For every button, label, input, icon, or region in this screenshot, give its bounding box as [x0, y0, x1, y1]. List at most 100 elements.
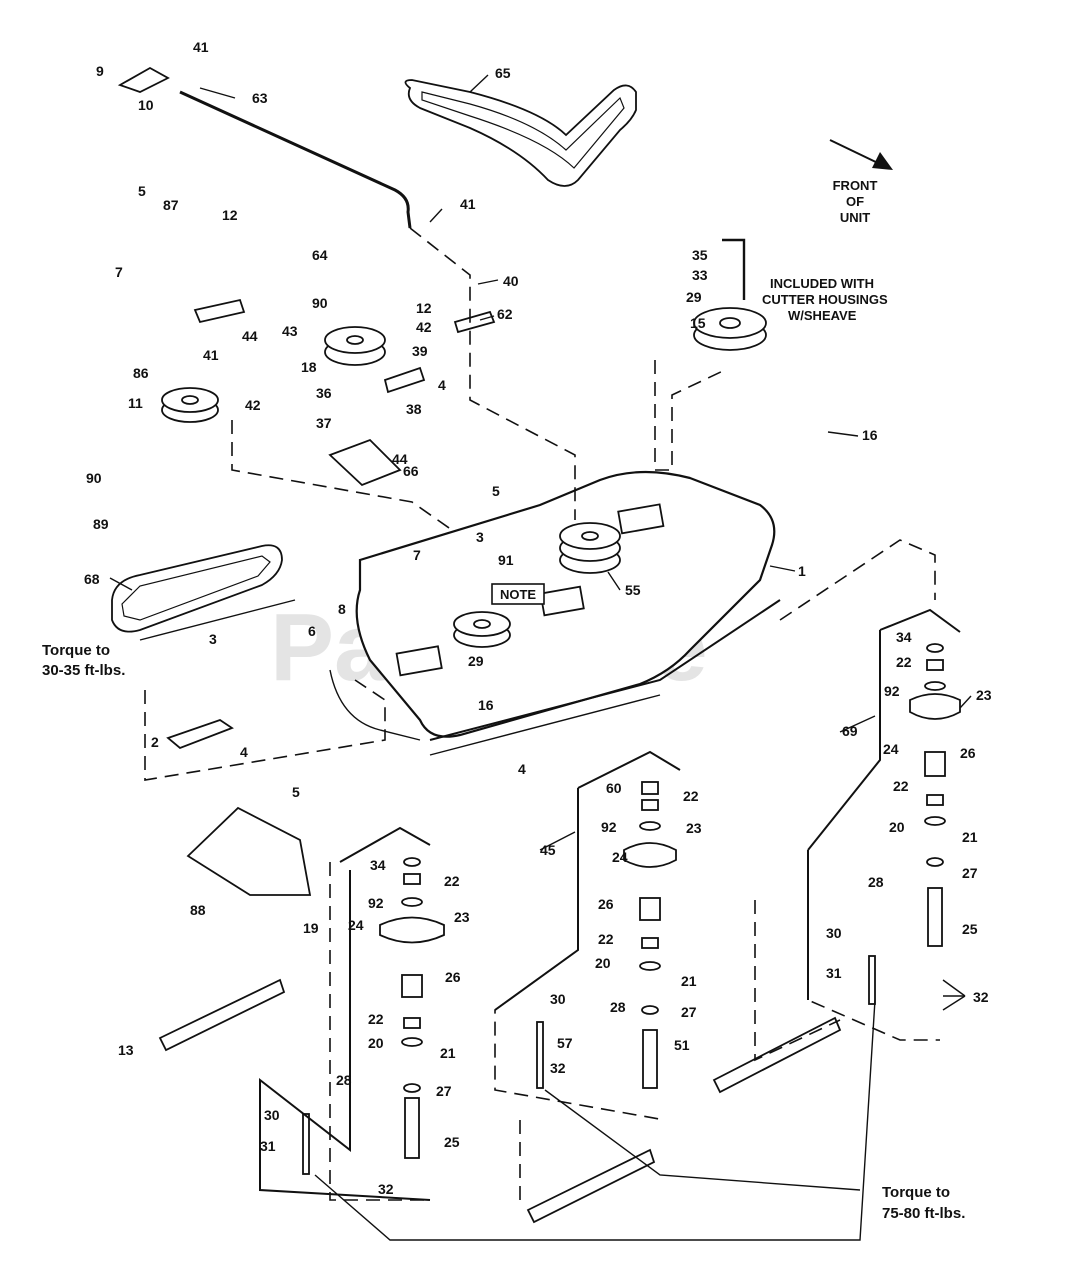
callout-label: 22: [598, 931, 614, 947]
idler-arm-bracket: [193, 298, 246, 324]
callout-label: 27: [681, 1004, 697, 1020]
callout-label: 20: [889, 819, 905, 835]
callout-label: 60: [606, 780, 622, 796]
callout-label: 26: [598, 896, 614, 912]
callout-label: 39: [412, 343, 428, 359]
callout-label: 21: [440, 1045, 456, 1061]
callout-label: 23: [454, 909, 470, 925]
callout-label: 12: [222, 207, 238, 223]
callout-label: 44: [392, 451, 408, 467]
note-box-label: NOTE: [500, 587, 536, 602]
callout-label: 66: [403, 463, 419, 479]
bracket-62: [453, 310, 496, 334]
callout-label: 24: [348, 917, 364, 933]
callout-label: 33: [692, 267, 708, 283]
callout-label: 69: [842, 723, 858, 739]
callout-label: 25: [962, 921, 978, 937]
mower-deck-lip: [329, 669, 421, 741]
callout-label: 10: [138, 97, 154, 113]
handle-9-10: [117, 66, 170, 93]
front-label-1: FRONT: [833, 178, 878, 193]
callout-label: 42: [416, 319, 432, 335]
callout-label: 87: [163, 197, 179, 213]
leader-deck-right-outer: [779, 539, 936, 621]
bracket-included: [722, 238, 746, 300]
front-label-3: UNIT: [840, 210, 870, 225]
callout-label: 91: [498, 552, 514, 568]
callout-label: 20: [368, 1035, 384, 1051]
callout-label: 34: [370, 857, 386, 873]
callout-label: 36: [316, 385, 332, 401]
callout-label: 16: [862, 427, 878, 443]
callout-label: 38: [406, 401, 422, 417]
housing-outline-19: [807, 608, 961, 1000]
torque-large-1: Torque to: [882, 1184, 950, 1201]
callout-label: 22: [896, 654, 912, 670]
torque-small-2: 30-35 ft-lbs.: [42, 662, 125, 679]
belt-68-inner: [121, 555, 271, 621]
callout-label: 16: [478, 697, 494, 713]
callout-label: 29: [468, 653, 484, 669]
pulley-29-top: [693, 307, 767, 351]
spindle-right: [909, 643, 961, 947]
callout-label: 3: [209, 631, 217, 647]
bolt-57: [536, 1021, 544, 1089]
callout-label: 25: [444, 1134, 460, 1150]
callout-label: 27: [436, 1083, 452, 1099]
callout-label: 30: [826, 925, 842, 941]
callout-label: 41: [203, 347, 219, 363]
note-box: [491, 583, 545, 605]
callout-label: 15: [690, 315, 706, 331]
housing-outline-69: [259, 826, 431, 1201]
callout-label: 92: [884, 683, 900, 699]
callout-label: 3: [476, 529, 484, 545]
callout-label: 55: [625, 582, 641, 598]
idler-arm-38: [383, 366, 426, 394]
belt-65-inner: [421, 91, 625, 169]
callout-label: 30: [550, 991, 566, 1007]
callout-label: 9: [96, 63, 104, 79]
cable-63: [179, 90, 412, 229]
callout-label: 40: [503, 273, 519, 289]
callout-label: 7: [413, 547, 421, 563]
callout-label: 23: [976, 687, 992, 703]
callout-label: 19: [303, 920, 319, 936]
callout-label: 32: [550, 1060, 566, 1076]
callout-label: 35: [692, 247, 708, 263]
callout-label: 90: [312, 295, 328, 311]
housing-outline-45: [494, 750, 681, 1011]
callout-label: 32: [973, 989, 989, 1005]
spindle-left: [379, 857, 445, 1159]
callout-label: 65: [495, 65, 511, 81]
callout-label: 4: [438, 377, 446, 393]
leader-idler: [231, 420, 453, 531]
callout-label: 13: [118, 1042, 134, 1058]
callout-label: 41: [460, 196, 476, 212]
torque-small-1: Torque to: [42, 642, 110, 659]
callout-label: 45: [540, 842, 556, 858]
callout-label: 28: [610, 999, 626, 1015]
callout-label: 4: [518, 761, 526, 777]
callout-label: 29: [686, 289, 702, 305]
callout-label: 26: [960, 745, 976, 761]
callout-label: 5: [138, 183, 146, 199]
callout-label: 22: [893, 778, 909, 794]
pulley-18: [324, 326, 386, 366]
callout-label: 2: [151, 734, 159, 750]
blade-right: [712, 1016, 842, 1094]
callout-label: 1: [798, 563, 806, 579]
callout-label: 68: [84, 571, 100, 587]
callout-label: 51: [674, 1037, 690, 1053]
callout-label: 26: [445, 969, 461, 985]
bolt-31-right: [868, 955, 876, 1005]
front-arrow-head: [872, 152, 893, 170]
mower-deck-side: [429, 694, 661, 756]
callout-label: 21: [962, 829, 978, 845]
pulley-55: [559, 522, 621, 574]
bracket-2: [166, 719, 234, 750]
callout-label: 37: [316, 415, 332, 431]
leader-blade-right: [754, 900, 841, 1062]
callout-label: 32: [378, 1181, 394, 1197]
pulley-11: [161, 387, 219, 423]
